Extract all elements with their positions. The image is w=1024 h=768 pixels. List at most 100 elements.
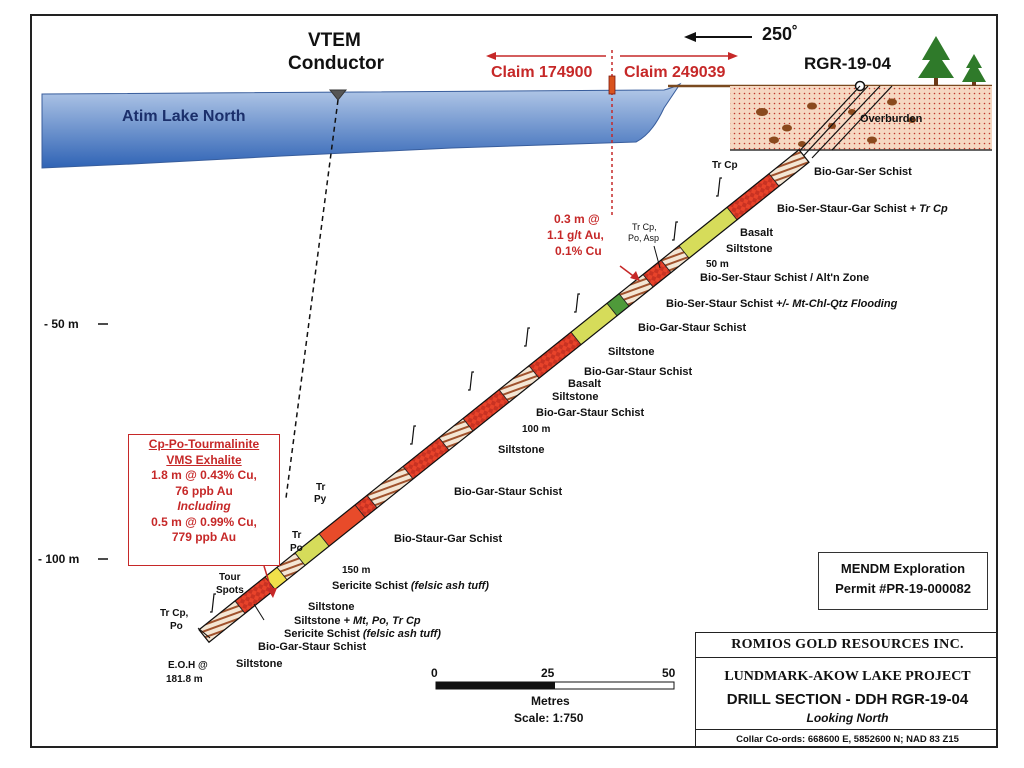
intercept-upper-line2: 1.1 g/t Au, (547, 228, 604, 242)
note-tour-spots-1: Tour (219, 572, 241, 583)
project-name: LUNDMARK-AKOW LAKE PROJECT (724, 669, 971, 684)
hole-band (366, 465, 414, 509)
unit-label: Bio-Gar-Staur Schist (536, 407, 645, 419)
note-tr-cp-po-bottom-2: Po (170, 621, 183, 632)
tree-icon (918, 36, 954, 86)
hole-band (198, 600, 246, 643)
unit-label: Bio-Gar-Ser Schist (814, 166, 912, 178)
permit-line1: MENDM Exploration (840, 561, 966, 576)
unit-label: Basalt (568, 378, 602, 390)
bedding-symbol (468, 371, 474, 391)
unit-label: Siltstone (236, 658, 283, 670)
unit-label: Sericite Schist (felsic ash tuff) (284, 628, 441, 640)
lake-shape (41, 82, 682, 169)
hole-band (528, 331, 582, 379)
conductor-marker-icon (328, 89, 348, 101)
unit-label-suffix: + Tr Cp (909, 203, 948, 215)
company-name: ROMIOS GOLD RESOURCES INC. (696, 633, 996, 658)
hole-depth-150: 150 m (342, 565, 371, 576)
unit-label: Siltstone (552, 391, 599, 403)
note-tr-cp-po-asp-1: Tr Cp, (632, 222, 657, 232)
claim-left-label: Claim 174900 (491, 64, 593, 81)
unit-label: Siltstone (726, 243, 773, 255)
section-drawing (41, 32, 992, 690)
vms-title-line1: Cp-Po-Tourmalinite (148, 437, 260, 451)
overburden-zone (730, 86, 992, 150)
tree-icon (962, 54, 986, 86)
unit-label: Bio-Gar-Staur Schist (454, 486, 563, 498)
vms-line7: 779 ppb Au (171, 530, 237, 544)
hole-band (318, 504, 366, 547)
unit-label: Bio-Gar-Staur Schist (584, 366, 693, 378)
hole-band (462, 389, 510, 432)
note-tr-po-2: Po (290, 543, 303, 554)
hole-band (402, 437, 450, 480)
note-tr-cp-top: Tr Cp (712, 160, 738, 171)
scale-tick-0: 0 (431, 666, 438, 680)
scale-ratio: Scale: 1:750 (514, 711, 584, 725)
scale-tick-50: 50 (662, 666, 676, 680)
bedding-symbol (672, 221, 678, 241)
hole-outline (198, 148, 810, 644)
unit-label: Bio-Gar-Staur Schist (258, 641, 367, 653)
unit-label: Bio-Gar-Staur Schist (638, 322, 747, 334)
eoh-label-line1: E.O.H @ (168, 660, 208, 671)
eoh-label-line2: 181.8 m (166, 674, 203, 685)
lake-label: Atim Lake North (122, 108, 246, 125)
vms-line3: 1.8 m @ 0.43% Cu, (151, 468, 257, 482)
scale-unit: Metres (531, 694, 570, 708)
unit-label-main: Sericite Schist (332, 580, 408, 592)
bedding-symbols (210, 177, 722, 613)
bearing-label: 250˚ (762, 24, 799, 44)
unit-label: Siltstone + Mt, Po, Tr Cp (294, 615, 421, 627)
note-leader-line (253, 603, 265, 621)
hole-band (726, 173, 780, 221)
scale-bar (435, 681, 675, 690)
note-tour-spots-2: Spots (216, 585, 244, 596)
claim-left-arrow (486, 52, 606, 60)
intercept-upper-line3: 0.1% Cu (555, 244, 602, 258)
conductor-projection-line (285, 99, 339, 499)
note-tr-py-1: Tr (316, 482, 326, 493)
unit-label-main: Sericite Schist (284, 628, 360, 640)
intercept-upper-line1: 0.3 m @ (554, 212, 600, 226)
intercept-leader-vms (263, 565, 277, 598)
vms-title-line2: VMS Exhalite (166, 452, 242, 467)
bedding-symbol (410, 425, 416, 445)
bedding-symbol (716, 177, 722, 197)
permit-box: MENDM Exploration Permit #PR-19-000082 (818, 552, 988, 610)
unit-label-main: Bio-Ser-Staur-Gar Schist (777, 203, 907, 215)
title-block: ROMIOS GOLD RESOURCES INC. LUNDMARK-AKOW… (695, 632, 996, 746)
depth-scale-50: - 50 m (44, 317, 79, 331)
unit-label-main: Bio-Ser-Staur Schist (666, 298, 773, 310)
section-direction: Looking North (806, 711, 889, 725)
hole-depth-50: 50 m (706, 259, 729, 270)
vms-line4: 76 ppb Au (175, 483, 233, 498)
intercept-leader-upper (619, 265, 640, 281)
depth-scale-100: - 100 m (38, 552, 80, 566)
bedding-symbol (574, 293, 580, 313)
note-tr-cp-po-asp-2: Po, Asp (628, 233, 660, 243)
hole-depth-100: 100 m (522, 424, 551, 435)
claim-right-label: Claim 249039 (624, 64, 726, 81)
drill-section-figure: VTEM Conductor Atim Lake North Claim 174… (30, 14, 998, 748)
bearing-arrow-icon (684, 32, 752, 42)
unit-label: Sericite Schist (felsic ash tuff) (332, 580, 489, 592)
scale-tick-25: 25 (541, 666, 555, 680)
vms-line5: Including (177, 499, 231, 513)
note-tr-py-2: Py (314, 494, 327, 505)
note-tr-po-1: Tr (292, 530, 302, 541)
unit-label: Bio-Ser-Staur-Gar Schist + Tr Cp (777, 203, 948, 215)
vms-line6: 0.5 m @ 0.99% Cu, (151, 514, 257, 529)
conductor-label-line2: Conductor (288, 53, 385, 74)
note-tr-cp-po-bottom-1: Tr Cp, (160, 608, 189, 619)
note-leader-line (197, 627, 211, 639)
section-title: DRILL SECTION - DDH RGR-19-04 (726, 691, 969, 708)
hole-id-label: RGR-19-04 (804, 54, 891, 73)
depth-scale-ticks (98, 323, 108, 560)
collar-coords: Collar Co-ords: 668600 E, 5852600 N; NAD… (696, 729, 996, 746)
unit-label-main: Siltstone (294, 615, 341, 627)
unit-label: Bio-Staur-Gar Schist (394, 533, 503, 545)
unit-label: Siltstone (498, 444, 545, 456)
unit-label-suffix: (felsic ash tuff) (410, 580, 489, 592)
